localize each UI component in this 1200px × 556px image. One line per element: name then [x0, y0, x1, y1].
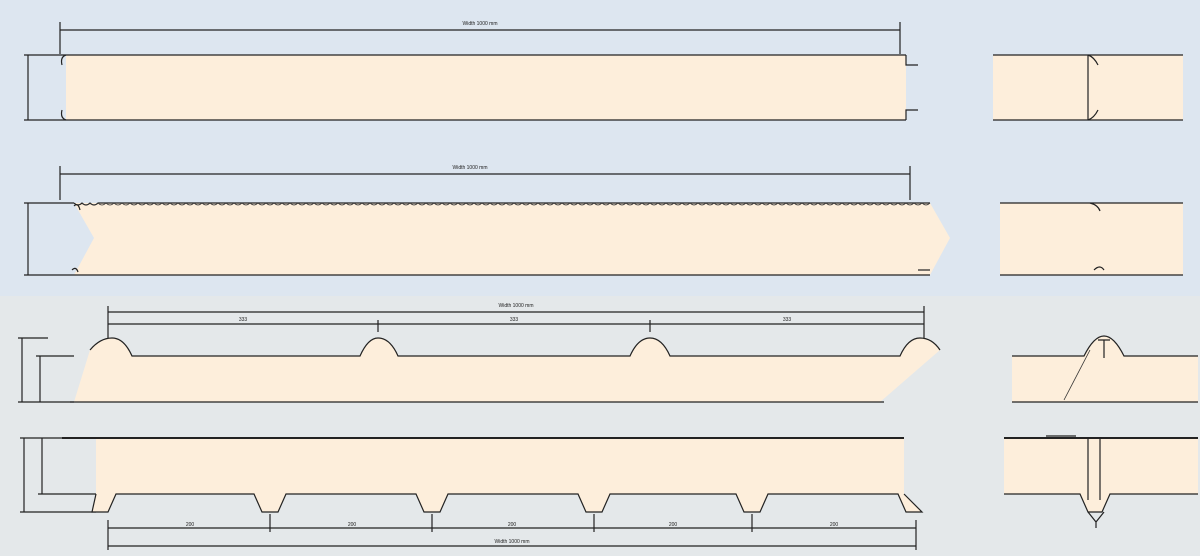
panel-4-width-label: Width 1000 mm	[494, 539, 529, 545]
panel-2-detail-core	[1000, 203, 1183, 275]
panel-1-detail-joint	[1087, 54, 1099, 121]
background-lower	[0, 296, 1200, 556]
panel-4-detail-bottom-skin	[1004, 493, 1198, 513]
panel-1-right-joint	[905, 55, 918, 120]
panel-2-detail-joint	[1089, 202, 1105, 271]
panel-4-bottom-skin	[91, 493, 924, 513]
panel-4-rib-ticks	[269, 514, 753, 532]
panel-3-top-skin	[89, 337, 941, 357]
panel-4-rib-label-3: 200	[508, 522, 517, 528]
panel-1-left-joint	[60, 54, 67, 121]
panel-2-left-joint	[71, 204, 81, 273]
panel-3-core	[74, 338, 940, 402]
panel-4: 200 200 200 200 200 Width 1000 mm	[20, 435, 1198, 550]
panel-3-detail-core	[1012, 336, 1198, 402]
panel-4-detail-joint	[1046, 435, 1101, 500]
panel-2-micro-ribs	[81, 202, 931, 206]
panel-4-rib-label-4: 200	[669, 522, 678, 528]
panel-2: Width 1000 mm	[24, 165, 1183, 276]
panel-4-rib-label-5: 200	[830, 522, 839, 528]
panel-3-rib-label-1: 333	[239, 317, 248, 323]
panel-4-rib-label-1: 200	[186, 522, 195, 528]
panel-3-detail-top-skin	[1012, 335, 1198, 357]
panel-4-detail-fastener	[1087, 511, 1105, 528]
panel-2-core	[74, 203, 950, 275]
panel-4-rib-labels: 200 200 200 200 200	[186, 522, 839, 528]
panel-1-core	[66, 55, 906, 120]
panel-3: Width 1000 mm 333 333 333	[18, 303, 1198, 403]
panel-3-rib-label-2: 333	[510, 317, 519, 323]
panel-1: Width 1000 mm	[24, 21, 1183, 121]
panel-1-width-label: Width 1000 mm	[462, 21, 497, 27]
panel-3-detail-fastener	[1098, 339, 1110, 358]
panel-3-rib-label-3: 333	[783, 317, 792, 323]
panel-4-rib-label-2: 200	[348, 522, 357, 528]
panel-2-width-label: Width 1000 mm	[452, 165, 487, 171]
panel-3-width-label: Width 1000 mm	[498, 303, 533, 309]
panel-3-detail-overlap	[1063, 349, 1091, 401]
